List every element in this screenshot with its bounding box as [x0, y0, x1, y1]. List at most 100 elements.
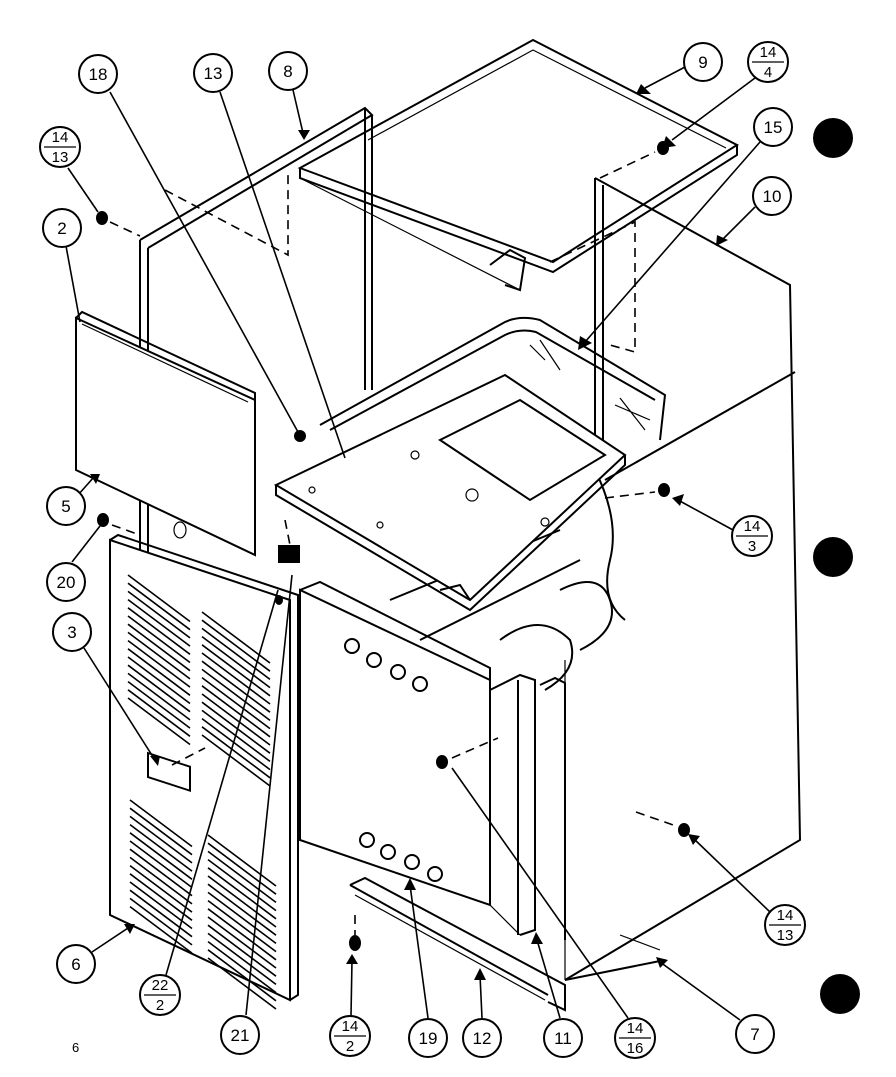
svg-text:12: 12	[473, 1029, 492, 1048]
right-side-panel-part-10	[549, 177, 802, 981]
louver-slat	[127, 664, 191, 713]
svg-text:14: 14	[777, 907, 794, 924]
louver-slat	[207, 899, 277, 953]
louver-slat	[129, 815, 193, 864]
callout-12: 12	[462, 968, 502, 1058]
svg-text:8: 8	[283, 62, 292, 81]
louver-slat	[127, 672, 191, 721]
callout-labels: 18 13 8 9 14 4	[39, 41, 806, 1059]
louver-slat	[207, 916, 277, 969]
punch-hole-bottom	[820, 974, 860, 1014]
callout-8: 8	[268, 51, 310, 140]
louver-slat	[127, 598, 191, 647]
svg-text:19: 19	[419, 1029, 438, 1048]
louver-slat	[127, 697, 191, 746]
callout-14-2: 14 2	[329, 954, 371, 1057]
louver-slat	[201, 734, 271, 787]
callout-18: 18	[78, 54, 299, 433]
lower-door-part-6	[109, 533, 299, 1010]
louver-slat	[127, 582, 191, 631]
louver-slat	[207, 867, 277, 920]
svg-text:6: 6	[71, 955, 80, 974]
louver-slat	[129, 807, 193, 856]
svg-text:4: 4	[764, 64, 772, 81]
louver-slat	[207, 940, 277, 994]
svg-text:14: 14	[760, 44, 777, 61]
louver-slat	[129, 889, 193, 938]
louver-slat	[127, 689, 191, 737]
louver-slat	[201, 701, 271, 754]
bottom-panel-part-7	[564, 934, 666, 981]
louver-slat	[129, 873, 193, 921]
louver-slat	[127, 574, 191, 623]
callout-10: 10	[716, 176, 792, 246]
punch-hole-middle	[813, 537, 853, 577]
louver-slat	[127, 656, 191, 705]
louver-slat	[207, 858, 277, 912]
louver-slat	[127, 639, 191, 688]
louver-slat	[129, 897, 193, 946]
top-panel-part-9	[297, 38, 740, 292]
svg-text:21: 21	[231, 1026, 250, 1045]
dashed-fastener-leaders	[109, 151, 677, 935]
louver-slat	[129, 856, 193, 905]
svg-text:14: 14	[744, 518, 761, 535]
louver-slat	[201, 685, 271, 738]
callout-14-13-right: 14 13	[688, 834, 806, 946]
svg-text:2: 2	[346, 1038, 354, 1055]
svg-text:20: 20	[57, 573, 76, 592]
louver-slat	[207, 834, 277, 887]
callout-14-3: 14 3	[672, 494, 773, 557]
svg-text:16: 16	[627, 1040, 644, 1057]
callout-14-4: 14 4	[662, 41, 789, 148]
louver-slat	[207, 932, 277, 986]
callout-11: 11	[531, 932, 583, 1058]
callout-3: 3	[52, 612, 160, 766]
callout-9: 9	[636, 42, 723, 94]
louver-slat	[207, 842, 277, 895]
callout-14-16: 14 16	[451, 767, 656, 1059]
louver-slat	[201, 717, 271, 771]
louver-slat	[127, 607, 191, 655]
callout-14-13-top: 14 13	[39, 126, 99, 213]
louver-slat	[129, 848, 193, 897]
svg-text:10: 10	[763, 187, 782, 206]
louver-slat	[201, 619, 271, 672]
louver-slat	[127, 623, 191, 672]
callout-6: 6	[56, 924, 135, 984]
louver-slat	[207, 850, 277, 904]
support-channels-part-11	[489, 673, 566, 940]
louver-slat	[207, 875, 277, 928]
svg-text:14: 14	[52, 129, 69, 146]
louver-slat	[201, 726, 271, 779]
page-number: 6	[72, 1040, 80, 1055]
punch-hole-top	[813, 118, 853, 158]
louver-slat	[127, 631, 191, 680]
svg-text:14: 14	[342, 1018, 359, 1035]
louver-slat	[129, 823, 193, 872]
louver-slat	[207, 957, 277, 1010]
svg-text:5: 5	[61, 497, 70, 516]
louver-slat	[129, 905, 193, 954]
callout-13: 13	[193, 53, 346, 459]
louver-slat	[201, 652, 271, 705]
louver-slat	[127, 680, 191, 729]
svg-text:2: 2	[57, 219, 66, 238]
louver-slat	[129, 840, 193, 889]
svg-text:7: 7	[750, 1025, 759, 1044]
upper-door-part-5	[75, 310, 256, 557]
fasteners	[96, 141, 690, 951]
svg-text:13: 13	[204, 64, 223, 83]
louver-slat	[201, 644, 271, 697]
louver-slat	[127, 648, 191, 696]
louver-slat	[127, 590, 191, 639]
door-louvers	[127, 574, 277, 1010]
louver-slat	[201, 635, 271, 689]
callout-21: 21	[220, 574, 293, 1055]
svg-text:2: 2	[156, 997, 164, 1014]
louver-slat	[207, 883, 277, 936]
callout-19: 19	[404, 878, 448, 1058]
louver-slat	[129, 832, 193, 880]
svg-text:11: 11	[554, 1029, 572, 1048]
